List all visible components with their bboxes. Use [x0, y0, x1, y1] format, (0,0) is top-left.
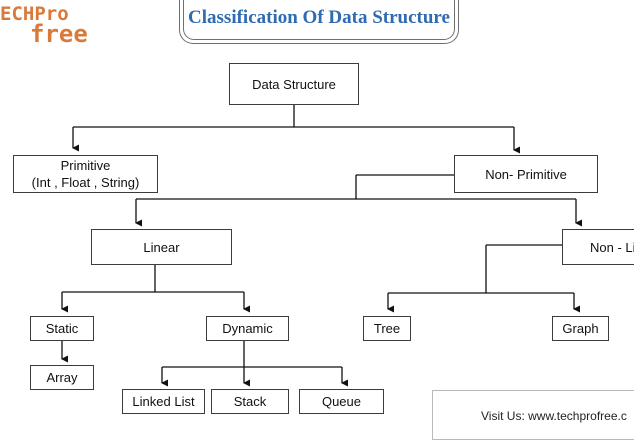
title-banner-inner: Classification Of Data Structure: [183, 0, 455, 40]
node-label: Static: [45, 321, 79, 336]
node-array: Array: [30, 365, 94, 390]
node-label: Tree: [373, 321, 401, 336]
diagram-title: Classification Of Data Structure: [188, 6, 450, 28]
node-label: Stack: [233, 394, 267, 409]
node-label: Linked List: [132, 394, 195, 409]
node-graph: Graph: [552, 316, 609, 341]
node-label: Graph: [562, 321, 599, 336]
title-banner: Classification Of Data Structure: [179, 0, 459, 44]
node-primitive: Primitive (Int , Float , String): [13, 155, 158, 193]
node-label: Linear: [143, 239, 180, 255]
node-linked-list: Linked List: [122, 389, 205, 414]
logo-text-bottom: free: [30, 20, 88, 48]
node-tree: Tree: [363, 316, 411, 341]
techprofree-logo: ECHPro free: [0, 4, 95, 46]
node-label: Queue: [321, 394, 362, 409]
node-linear: Linear: [91, 229, 232, 265]
node-label: Array: [46, 370, 78, 385]
node-dynamic: Dynamic: [206, 316, 289, 341]
node-label-line2: (Int , Float , String): [31, 175, 140, 190]
node-label: Non - Linea: [590, 239, 634, 255]
node-non-primitive: Non- Primitive: [454, 155, 598, 193]
logo-text-top: ECHPro: [0, 3, 69, 25]
node-label-line1: Primitive: [60, 158, 111, 173]
node-label: Data Structure: [252, 76, 336, 92]
footer-box: Visit Us: www.techprofree.c: [432, 390, 634, 440]
node-data-structure: Data Structure: [229, 63, 359, 105]
node-queue: Queue: [299, 389, 384, 414]
footer-website-text[interactable]: Visit Us: www.techprofree.c: [481, 409, 627, 423]
node-label: Dynamic: [222, 321, 273, 336]
node-label: Non- Primitive: [485, 166, 567, 182]
node-non-linear: Non - Linea: [562, 229, 634, 265]
node-static: Static: [30, 316, 94, 341]
node-stack: Stack: [211, 389, 289, 414]
